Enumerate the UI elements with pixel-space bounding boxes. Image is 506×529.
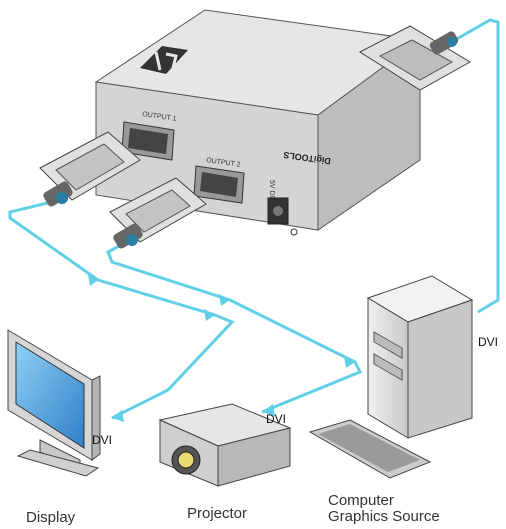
flow-arrow-3 <box>112 410 124 422</box>
cable-output2-to-projector <box>106 238 363 416</box>
cable-source-to-input <box>454 18 500 314</box>
cable-output1-to-display <box>8 198 235 422</box>
output2-port <box>193 165 245 204</box>
output1-label: OUTPUT 1 <box>142 111 177 123</box>
flow-arrow-5 <box>344 356 355 368</box>
flow-arrow-2 <box>204 309 215 321</box>
power-label: 5V DC <box>268 180 275 201</box>
keyboard <box>308 419 432 479</box>
dvi-label-display: DVI <box>92 433 112 447</box>
flow-arrow-1 <box>88 274 98 286</box>
dvi-plug-output1 <box>39 131 141 207</box>
output2-label: OUTPUT 2 <box>206 157 241 169</box>
projector-label: Projector <box>187 505 247 522</box>
dvi-plug-input <box>358 25 471 91</box>
source-label-line2: Graphics Source <box>328 508 440 525</box>
dvi-plug-output2 <box>109 177 207 249</box>
power-jack <box>267 197 298 236</box>
computer-tower <box>366 275 474 439</box>
output1-port <box>121 121 175 161</box>
display-label: Display <box>26 509 76 526</box>
display-monitor <box>7 329 101 477</box>
dvi-label-source: DVI <box>478 335 498 349</box>
dvi-label-projector: DVI <box>266 412 286 426</box>
projector <box>158 403 292 487</box>
digitools-device: OUTPUT 1 OUTPUT 2 5V DC DigiTOOLS <box>94 9 422 236</box>
flow-arrow-6 <box>262 404 275 416</box>
flow-arrow-4 <box>219 294 230 306</box>
kramer-logo-icon <box>140 46 188 74</box>
source-label-line1: Computer <box>328 492 394 509</box>
